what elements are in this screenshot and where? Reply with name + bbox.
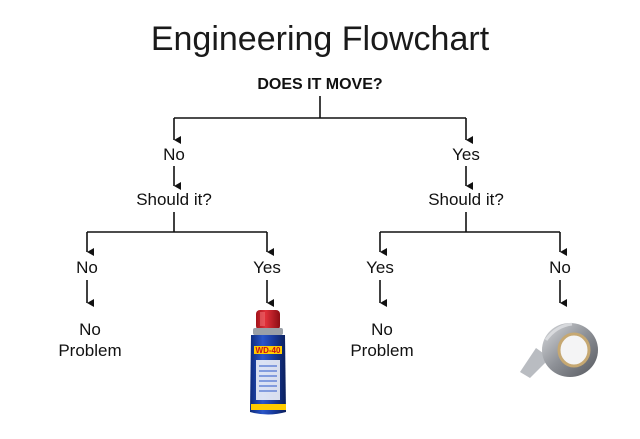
wd40-can-icon: WD-40 (250, 310, 286, 415)
root-question: DOES IT MOVE? (257, 76, 383, 93)
left-branch-answer: No (163, 145, 185, 164)
right-branch-question: Should it? (428, 190, 504, 209)
duct-tape-icon (520, 322, 598, 378)
leaf-rl-answer: Yes (366, 258, 394, 277)
leaf-ll-result: No Problem (58, 320, 122, 360)
leaf-rr-answer: No (549, 258, 571, 277)
leaf-rl-result: No Problem (350, 320, 414, 360)
right-branch-answer: Yes (452, 145, 480, 164)
leaf-lr-answer: Yes (253, 258, 281, 277)
page-title: Engineering Flowchart (150, 20, 490, 58)
left-branch-question: Should it? (136, 190, 212, 209)
leaf-ll-answer: No (76, 258, 98, 277)
wd40-can-label: WD-40 (256, 346, 281, 355)
